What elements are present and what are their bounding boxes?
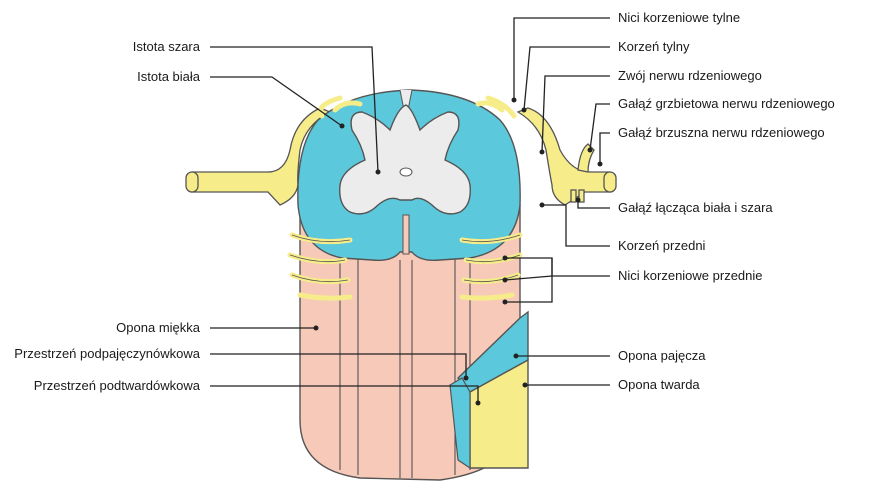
label-white-matter: Istota biała: [137, 69, 201, 84]
labels-right: Nici korzeniowe tylne Korzeń tylny Zwój …: [618, 10, 835, 392]
label-communicating-rami: Gałąź łącząca biała i szara: [618, 200, 773, 215]
right-nerve-end: [603, 171, 617, 193]
label-dorsal-rootlets: Nici korzeniowe tylne: [618, 10, 740, 25]
label-subarachnoid-space: Przestrzeń podpajęczynówkowa: [14, 346, 200, 361]
cord-columns: [339, 250, 471, 478]
label-gray-matter: Istota szara: [133, 39, 201, 54]
label-ventral-ramus: Gałąź brzuszna nerwu rdzeniowego: [618, 125, 825, 140]
dura-top: [449, 377, 471, 470]
communicating-ramus-1: [570, 189, 577, 203]
left-spinal-nerve: [191, 107, 332, 206]
label-pia-mater: Opona miękka: [116, 320, 201, 335]
label-dorsal-ramus: Gałąź grzbietowa nerwu rdzeniowego: [618, 96, 835, 111]
labels-left: Istota szara Istota biała Opona miękka P…: [14, 39, 200, 393]
label-arachnoid: Opona pajęcza: [618, 348, 706, 363]
communicating-ramus-2: [578, 189, 585, 203]
gray-matter: [339, 104, 471, 215]
label-ventral-root: Korzeń przedni: [618, 238, 706, 253]
right-spinal-nerve: [516, 107, 611, 206]
leader-lines: [210, 17, 610, 406]
label-dura-mater: Opona twarda: [618, 377, 700, 392]
label-ventral-rootlets: Nici korzeniowe przednie: [618, 268, 763, 283]
label-dorsal-root: Korzeń tylny: [618, 39, 690, 54]
anterior-fissure: [402, 214, 410, 255]
label-spinal-ganglion: Zwój nerwu rdzeniowego: [618, 68, 762, 83]
central-canal: [399, 167, 413, 177]
spinal-nerves: [185, 107, 617, 206]
left-nerve-end: [185, 171, 199, 193]
label-subdural-space: Przestrzeń podtwardówkowa: [34, 378, 201, 393]
meninges: [449, 310, 529, 470]
